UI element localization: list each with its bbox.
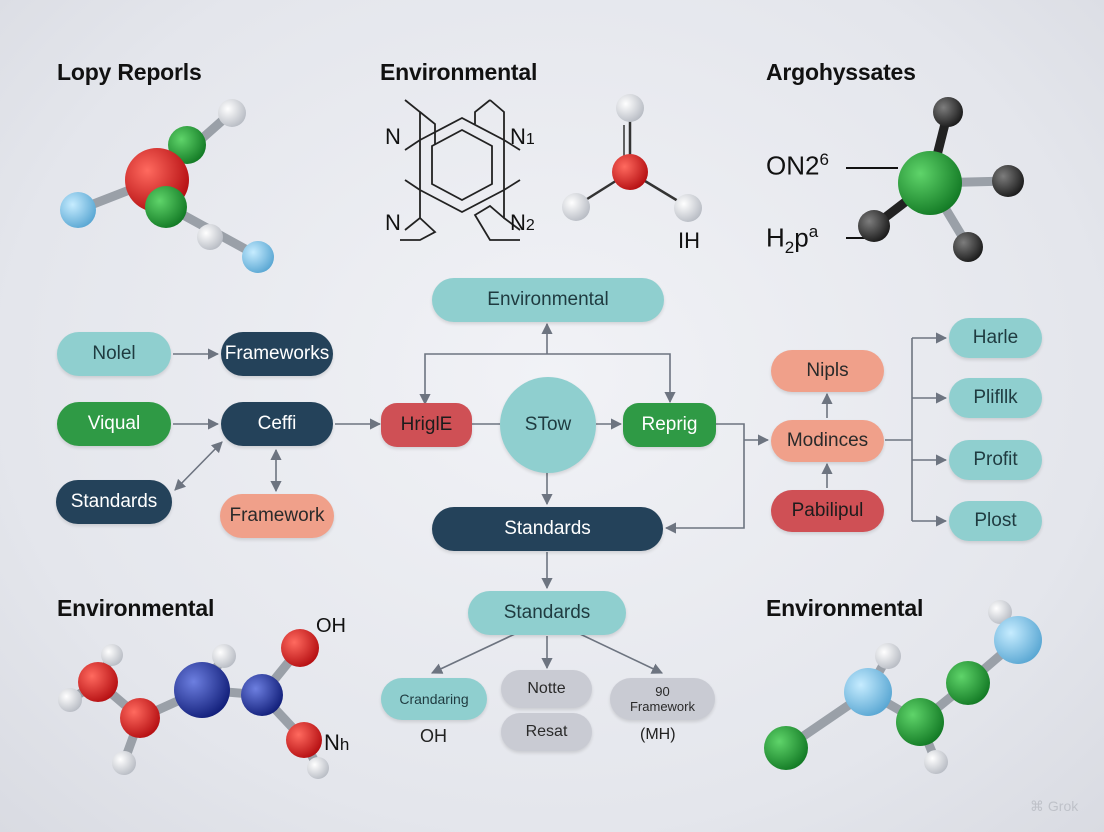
molecule-top-left: [60, 99, 274, 273]
node-framework-left[interactable]: Framework: [220, 494, 334, 538]
ring-label-n-bottom-left: N: [385, 210, 401, 235]
node-viqual[interactable]: Viqual: [57, 402, 171, 446]
node-resat[interactable]: Resat: [501, 713, 592, 751]
molecule-top-right: [846, 97, 1024, 262]
watermark-text: Grok: [1047, 798, 1079, 814]
heading-top-right: Argohyssates: [766, 59, 916, 85]
right-cluster-connectors: [744, 332, 948, 527]
node-stow-hub[interactable]: STow: [500, 377, 596, 473]
label-framework-mh: (MH): [640, 726, 676, 743]
node-crandaring[interactable]: Crandaring: [381, 678, 487, 720]
heading-top-left: Lopy Reporls: [57, 59, 202, 85]
node-output-plost[interactable]: Plost: [949, 501, 1042, 541]
formula-top: ON26: [766, 150, 829, 181]
water-label: IH: [678, 228, 700, 253]
molecule-bottom-left: [58, 629, 329, 779]
center-connectors: [419, 322, 745, 674]
node-reprig[interactable]: Reprig: [623, 403, 716, 447]
node-standards-main[interactable]: Standards: [432, 507, 663, 551]
ring-label-n-top-left: N: [385, 124, 401, 149]
formula-bottom: H2pa: [766, 222, 819, 257]
molecule-label-oh: OH: [316, 615, 346, 637]
node-modinces[interactable]: Modinces: [771, 420, 884, 462]
heading-bottom-right: Environmental: [766, 595, 924, 621]
node-framework-90[interactable]: 90 Framework: [610, 678, 715, 720]
heading-bottom-left: Environmental: [57, 595, 215, 621]
molecule-label-nh: Nh: [324, 730, 350, 755]
node-ceffi[interactable]: Ceffi: [221, 402, 333, 446]
node-notte[interactable]: Notte: [501, 670, 592, 708]
framework-90-text: Framework: [629, 699, 695, 714]
node-nipls[interactable]: Nipls: [771, 350, 884, 392]
node-output-plifllk[interactable]: Plifllk: [949, 378, 1042, 418]
ring-structure: [400, 99, 521, 241]
left-cluster-connectors: [173, 348, 382, 493]
node-pabilipul[interactable]: Pabilipul: [771, 490, 884, 532]
water-molecule: [562, 94, 702, 222]
ring-label-n-bottom-right: N2: [510, 210, 535, 235]
heading-top-center: Environmental: [380, 59, 538, 85]
label-crandaring-oh: OH: [420, 726, 447, 746]
node-standards-sub[interactable]: Standards: [468, 591, 626, 635]
node-standards-left[interactable]: Standards: [56, 480, 172, 524]
framework-90-number: 90: [655, 684, 670, 699]
node-output-harle[interactable]: Harle: [949, 318, 1042, 358]
node-hrigle[interactable]: HriglE: [381, 403, 472, 447]
node-frameworks[interactable]: Frameworks: [221, 332, 333, 376]
node-output-profit[interactable]: Profit: [949, 440, 1042, 480]
molecule-bottom-right: [764, 600, 1042, 774]
node-nolel[interactable]: Nolel: [57, 332, 171, 376]
node-environmental[interactable]: Environmental: [432, 278, 664, 322]
watermark: ⌘ Grok: [1030, 798, 1079, 814]
ring-label-n-top-right: N1: [510, 124, 535, 149]
